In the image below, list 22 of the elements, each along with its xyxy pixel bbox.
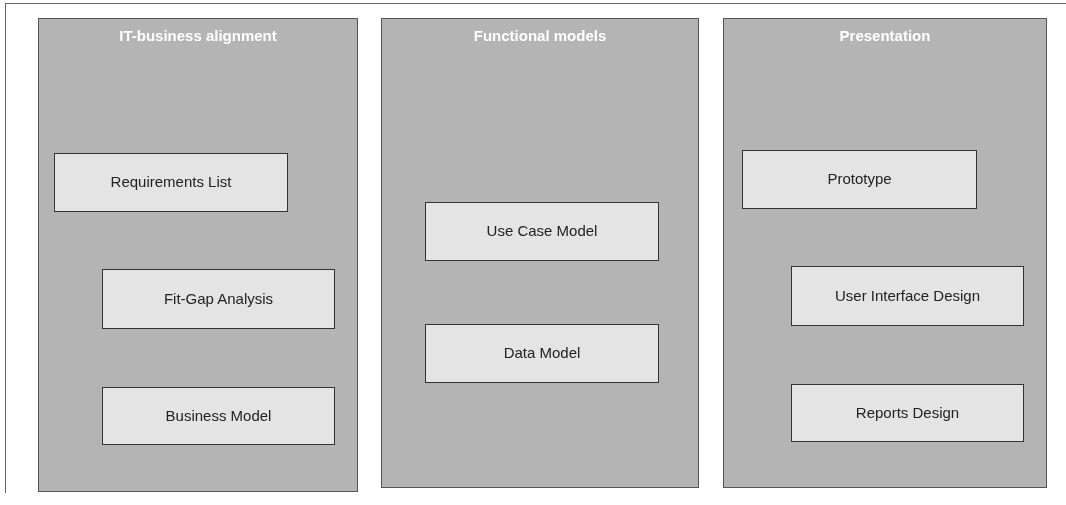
column-title: Functional models (472, 26, 608, 46)
item-box (791, 384, 1024, 442)
column-panel (38, 18, 358, 492)
item-box (791, 266, 1024, 326)
column-panel (723, 18, 1047, 488)
column-title: IT-business alignment (118, 26, 278, 46)
item-label: Data Model (502, 343, 582, 364)
item-label: Fit-Gap Analysis (162, 288, 275, 309)
item-box (425, 202, 659, 261)
column-panel (381, 18, 699, 488)
column-title: Presentation (838, 26, 932, 46)
item-label: Reports Design (854, 402, 961, 423)
item-label: Prototype (826, 169, 893, 190)
item-label: User Interface Design (833, 285, 982, 306)
item-label: Business Model (164, 405, 273, 426)
item-box (102, 269, 335, 329)
item-box (102, 387, 335, 445)
item-box (425, 324, 659, 383)
item-label: Use Case Model (485, 221, 599, 242)
item-box (742, 150, 977, 209)
item-label: Requirements List (109, 172, 233, 193)
item-box (54, 153, 288, 212)
